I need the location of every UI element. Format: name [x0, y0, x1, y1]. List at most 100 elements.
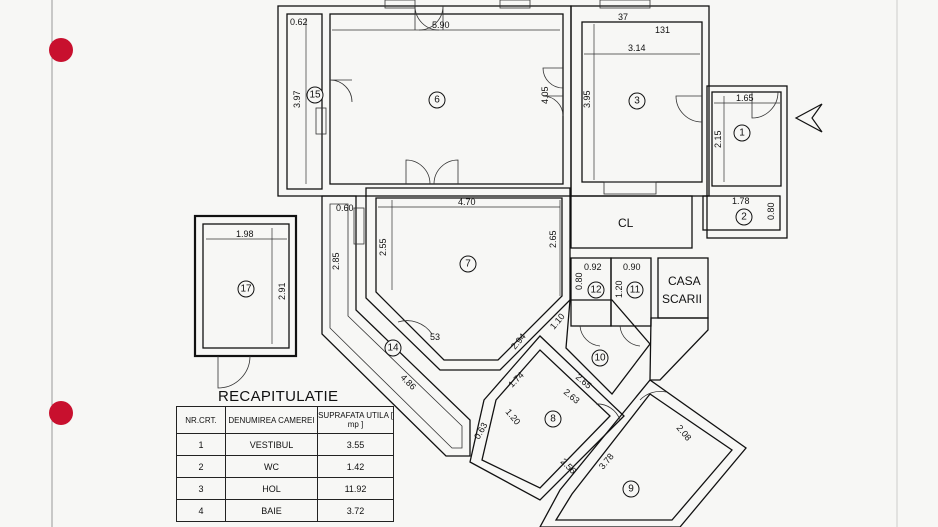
recap-cell-name: WC	[225, 455, 318, 478]
binder-hole-icon	[49, 38, 73, 62]
room-number-12: 12	[590, 285, 602, 296]
room-marker-6	[428, 91, 446, 109]
door-room-8	[595, 403, 621, 421]
room-marker-1	[733, 124, 751, 142]
recap-cell-area: 11.92	[317, 477, 394, 500]
dim-label: 1.20	[614, 280, 624, 298]
dim-label: 2.63	[562, 387, 582, 406]
door-room-1	[751, 91, 779, 119]
dim-label: 3.78	[597, 451, 616, 471]
dim-label: 0.62	[290, 17, 308, 27]
recap-cell-nr: 3	[176, 477, 226, 500]
room-marker-9	[622, 480, 640, 498]
room-number-1: 1	[739, 128, 745, 139]
dim-label: 1.74	[506, 370, 525, 389]
dim-label: 53	[430, 332, 440, 342]
room-marker-12	[587, 281, 605, 299]
wall-room-14	[321, 195, 471, 457]
room-number-11: 11	[630, 285, 641, 296]
recap-cell-area: 3.55	[317, 433, 394, 456]
dim-label: 3.95	[582, 90, 592, 108]
room-number-6: 6	[434, 95, 440, 106]
room-label-cl: CL	[618, 216, 634, 230]
dim-label: 1.10	[548, 311, 567, 331]
dim-label: 2.55	[378, 238, 388, 256]
dim-label: 0.80	[574, 272, 584, 290]
table-row: 3 HOL 11.92	[176, 477, 394, 500]
dim-label: 3.14	[628, 43, 646, 53]
door-room-15	[329, 79, 353, 103]
wall-room-17-inner	[202, 223, 290, 349]
recap-cell-nr: 4	[176, 499, 226, 522]
recap-header-nr: NR.CRT.	[176, 406, 226, 434]
window-cl-top	[603, 181, 657, 195]
table-row: 4 BAIE 3.72	[176, 499, 394, 522]
room-number-15: 15	[309, 90, 321, 101]
dim-label: 37	[618, 12, 628, 22]
room-marker-8	[544, 410, 562, 428]
door-room-6-top	[414, 5, 444, 31]
dim-label: 3.97	[292, 90, 302, 108]
wall-room-11	[610, 257, 652, 327]
wall-room-2	[702, 195, 781, 231]
door-room-3	[675, 95, 703, 123]
recap-header-area: SUPRAFATA UTILA [ mp ]	[317, 406, 394, 434]
room-number-14: 14	[387, 343, 399, 354]
binder-hole-icon	[49, 401, 73, 425]
room-marker-3	[628, 92, 646, 110]
recap-cell-nr: 2	[176, 455, 226, 478]
room-number-3: 3	[634, 96, 640, 107]
recap-cell-area: 3.72	[317, 499, 394, 522]
wall-room-1	[706, 85, 788, 239]
recap-table: NR.CRT. DENUMIREA CAMEREI SUPRAFATA UTIL…	[176, 406, 394, 522]
recap-cell-name: HOL	[225, 477, 318, 500]
dim-label: 2.65	[548, 230, 558, 248]
room-label-scarii: SCARII	[662, 292, 702, 306]
room-marker-7	[459, 255, 477, 273]
room-marker-17	[237, 280, 255, 298]
dim-label: 2.94	[509, 331, 528, 351]
recap-cell-area: 1.42	[317, 455, 394, 478]
wall-casa-stair	[649, 317, 709, 381]
dim-label: 4.05	[540, 86, 550, 104]
dim-label: 5.90	[432, 20, 450, 30]
recap-header-name: DENUMIREA CAMEREI	[225, 406, 318, 434]
wall-room-8-outer	[469, 335, 625, 501]
room-marker-2	[735, 208, 753, 226]
entrance-arrow-icon	[794, 103, 823, 133]
window-room-6-top-right	[499, 0, 531, 9]
room-label-casa: CASA	[668, 274, 701, 288]
window-room-3-top	[599, 0, 651, 9]
room-marker-14	[384, 339, 402, 357]
recap-header-row: NR.CRT. DENUMIREA CAMEREI SUPRAFATA UTIL…	[176, 406, 394, 434]
window-room-6-top	[384, 0, 416, 9]
wall-room-9-inner	[554, 393, 733, 521]
recap-cell-nr: 1	[176, 433, 226, 456]
wall-casa-scarii	[657, 257, 709, 319]
room-marker-10	[591, 349, 609, 367]
wall-room-7-inner	[375, 197, 563, 361]
window-room-6-left	[315, 107, 327, 135]
wall-room-14-inner	[329, 203, 463, 449]
room-marker-15	[306, 86, 324, 104]
dim-label: 2.08	[674, 423, 693, 443]
room-number-9: 9	[628, 484, 634, 495]
wall-room-10	[565, 299, 651, 395]
dim-label: 0.92	[584, 262, 602, 272]
door-room-3-room-6	[542, 67, 564, 117]
room-number-8: 8	[550, 414, 556, 425]
door-room-6-bottom	[405, 159, 459, 185]
door-room-9	[639, 391, 667, 401]
dim-label: 0.90	[623, 262, 641, 272]
door-swing-room-17	[217, 355, 251, 389]
dim-label: 0.80	[766, 202, 776, 220]
wall-room-7-outer	[365, 187, 571, 371]
table-row: 1 VESTIBUL 3.55	[176, 433, 394, 456]
wall-room-9-outer	[539, 379, 747, 527]
dim-label: 131	[655, 25, 670, 35]
room-number-7: 7	[465, 259, 471, 270]
dim-label: 4.86	[399, 372, 418, 391]
table-row: 2 WC 1.42	[176, 455, 394, 478]
room-number-2: 2	[741, 212, 747, 223]
